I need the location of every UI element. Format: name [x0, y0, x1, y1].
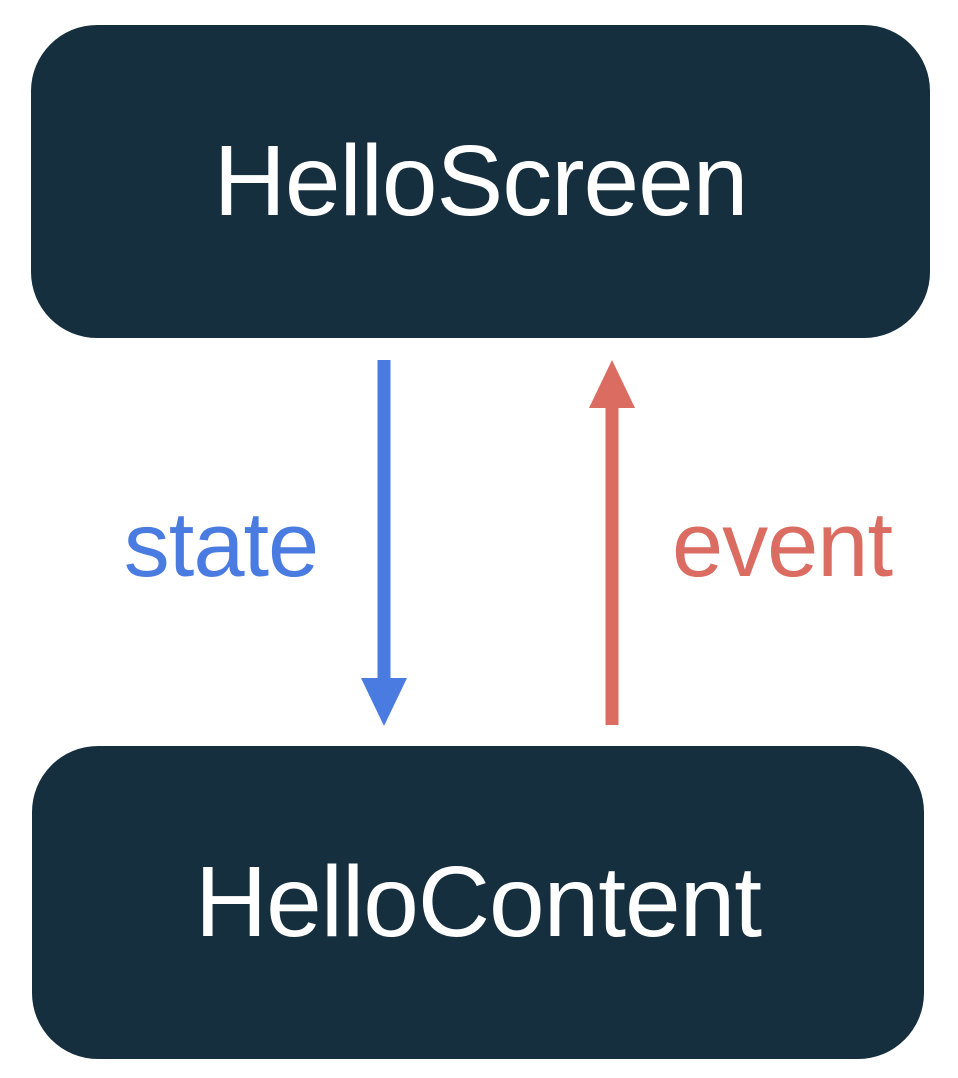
- node-hellocontent-label: HelloContent: [194, 846, 762, 958]
- node-hellocontent: HelloContent: [32, 746, 924, 1059]
- node-helloscreen-label: HelloScreen: [213, 125, 749, 237]
- state-arrowhead-down-icon: [361, 678, 407, 726]
- event-arrowhead-up-icon: [589, 360, 635, 408]
- node-helloscreen: HelloScreen: [31, 25, 930, 338]
- state-arrow-label: state: [123, 494, 319, 596]
- event-arrow-label: event: [671, 494, 893, 596]
